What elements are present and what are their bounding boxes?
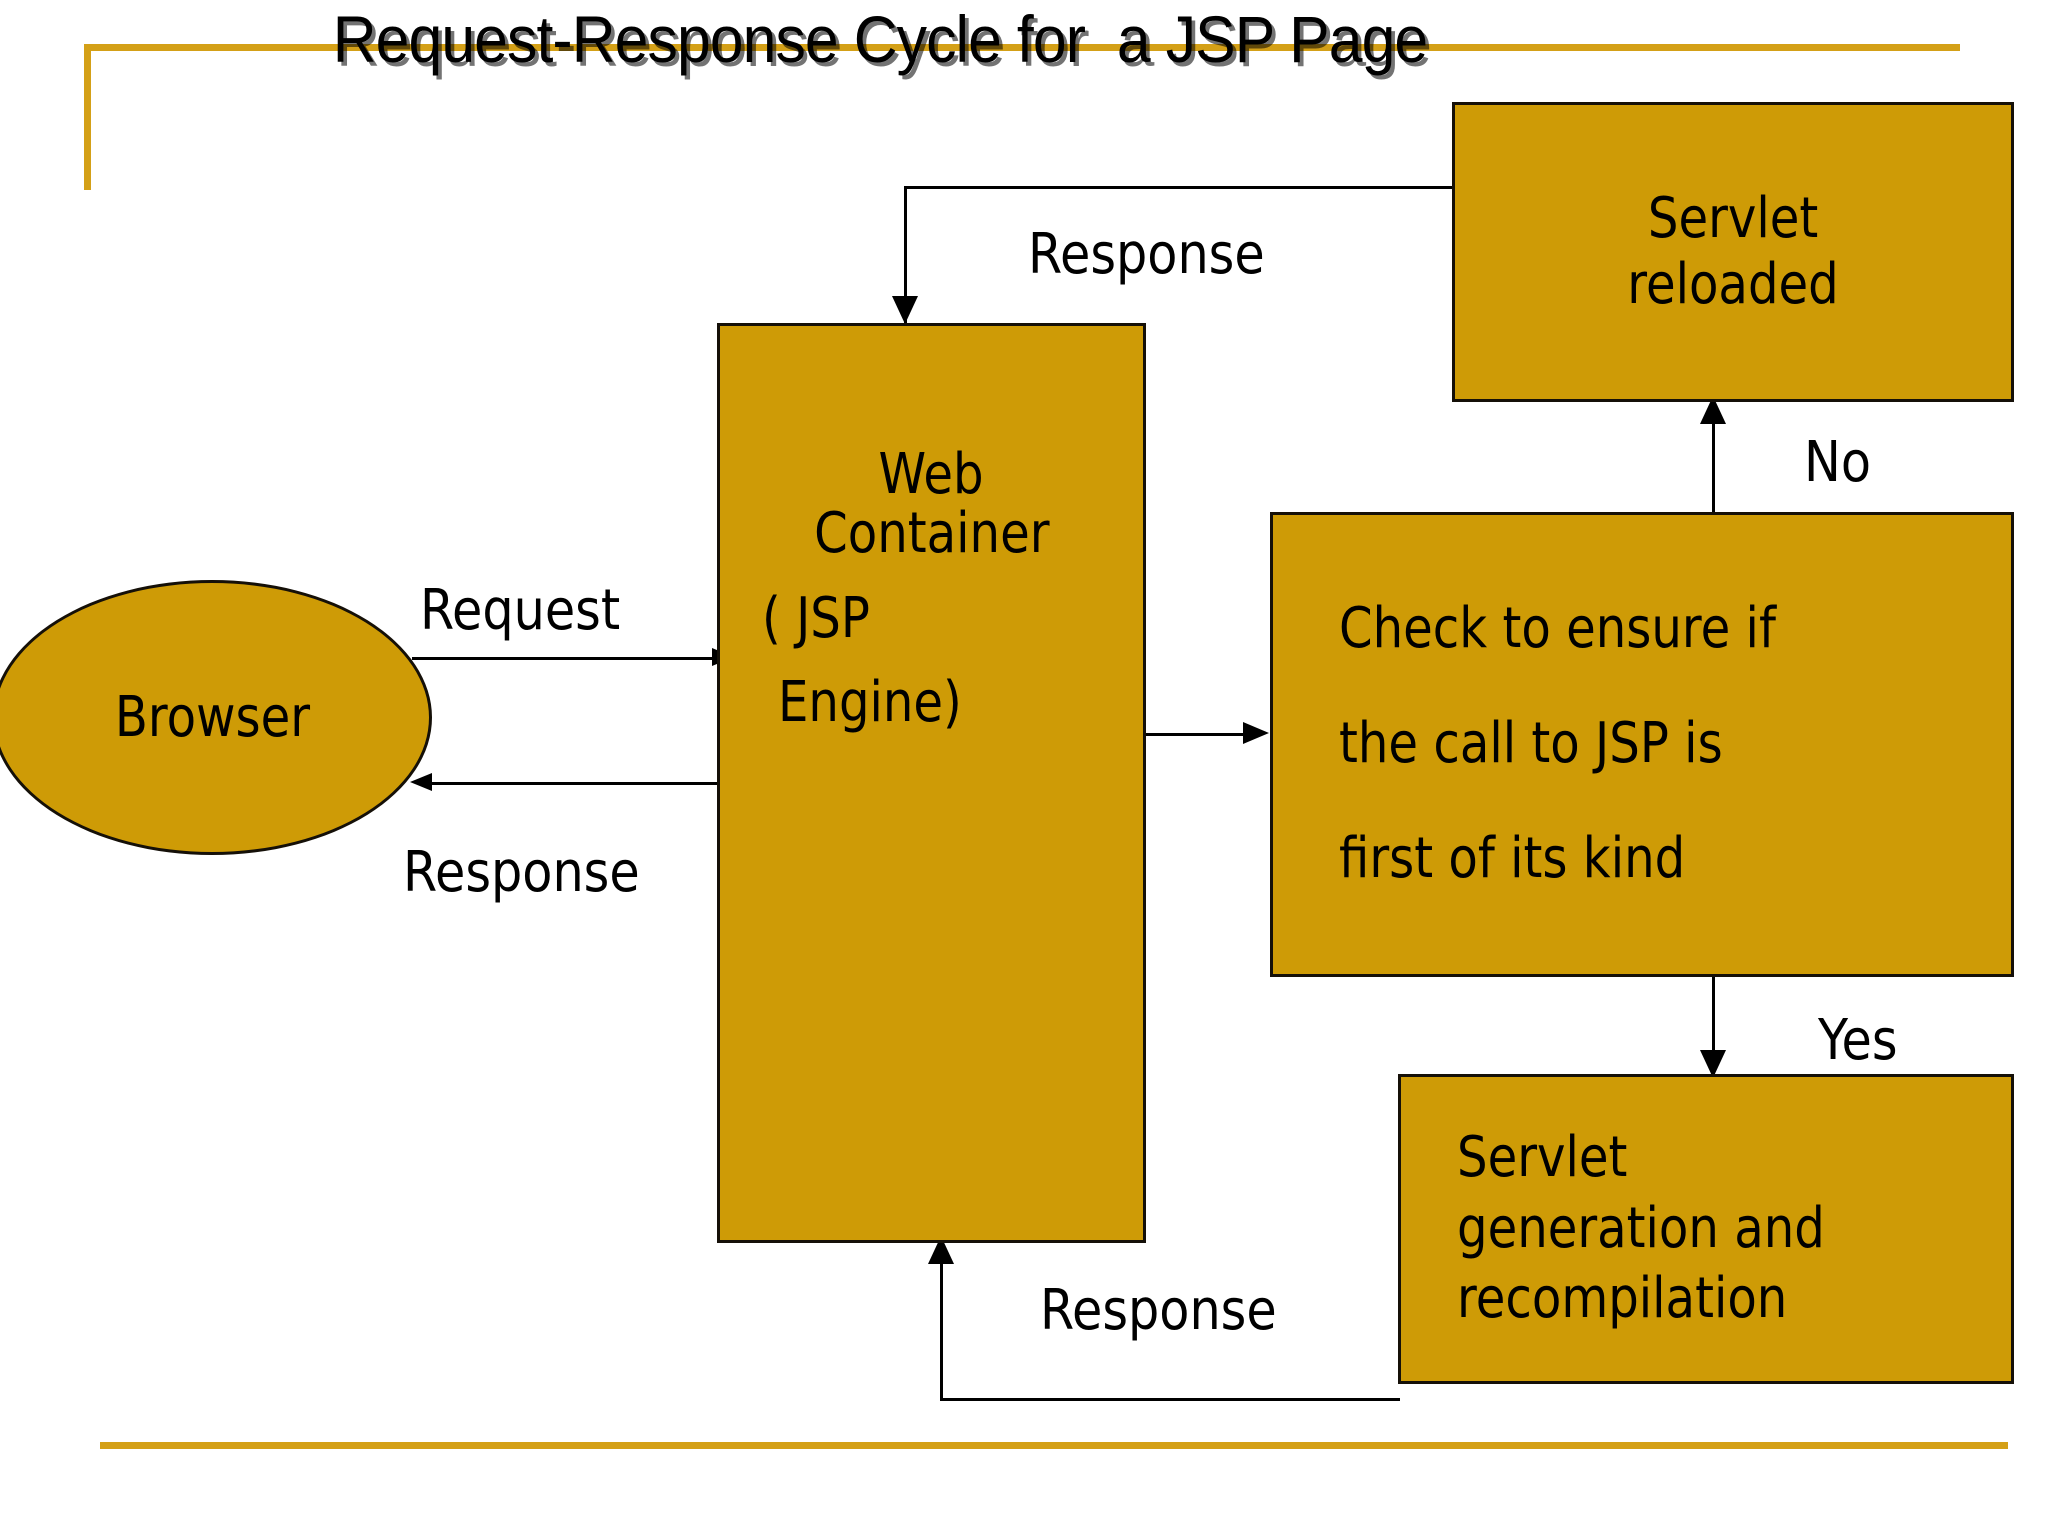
node-web-container-line4: Engine) bbox=[778, 670, 962, 736]
edge-label-response-browser: Response bbox=[403, 840, 640, 905]
edge-no-line bbox=[1712, 402, 1715, 518]
node-browser-label: Browser bbox=[114, 685, 310, 750]
gold-rule-left bbox=[84, 44, 91, 190]
edge-label-response-top: Response bbox=[1028, 222, 1265, 287]
node-check-line3: first of its kind bbox=[1339, 825, 1686, 891]
page-title: Request-Response Cycle for a JSP Page bbox=[332, 2, 1429, 76]
node-web-container[interactable]: Web Container ( JSP Engine) bbox=[717, 323, 1146, 1243]
edge-container-to-check-line bbox=[1146, 733, 1246, 736]
node-web-container-line2: Container bbox=[813, 500, 1050, 566]
node-servlet-gen-line2: generation and bbox=[1457, 1195, 1825, 1261]
node-servlet-reloaded-line1: Servlet bbox=[1647, 185, 1819, 251]
node-servlet-gen-line3: recompilation bbox=[1457, 1266, 1788, 1332]
node-check-first-call[interactable]: Check to ensure if the call to JSP is fi… bbox=[1270, 512, 2014, 977]
edge-response-bottom-rise bbox=[940, 1250, 943, 1400]
edge-request-line bbox=[412, 657, 730, 660]
node-servlet-reloaded-line2: reloaded bbox=[1627, 252, 1839, 317]
node-web-container-line3: ( JSP bbox=[762, 585, 870, 651]
node-web-container-line1: Web bbox=[878, 442, 985, 507]
node-check-line1: Check to ensure if bbox=[1339, 596, 1776, 662]
edge-response-top-line bbox=[904, 186, 1454, 189]
edge-label-no: No bbox=[1804, 430, 1872, 495]
edge-yes-arrowhead bbox=[1700, 1050, 1726, 1078]
edge-response-bottom-line bbox=[940, 1398, 1400, 1401]
node-browser[interactable]: Browser bbox=[0, 580, 432, 855]
node-servlet-gen-line1: Servlet bbox=[1457, 1125, 1628, 1191]
edge-response-top-arrowhead bbox=[892, 296, 918, 324]
node-servlet-reloaded[interactable]: Servlet reloaded bbox=[1452, 102, 2014, 402]
edge-label-request: Request bbox=[420, 578, 621, 643]
edge-response-top-drop bbox=[904, 186, 907, 326]
edge-label-yes: Yes bbox=[1818, 1008, 1898, 1073]
gold-rule-top bbox=[84, 44, 1960, 51]
gold-rule-bottom bbox=[100, 1442, 2008, 1449]
node-check-line2: the call to JSP is bbox=[1339, 711, 1723, 777]
edge-response-left-line bbox=[430, 782, 722, 785]
node-servlet-generation[interactable]: Servlet generation and recompilation bbox=[1398, 1074, 2014, 1384]
edge-container-to-check-arrowhead bbox=[1243, 722, 1269, 744]
edge-yes-line bbox=[1712, 977, 1715, 1077]
edge-label-response-bottom: Response bbox=[1040, 1278, 1277, 1343]
edge-response-left-arrowhead bbox=[410, 773, 432, 791]
